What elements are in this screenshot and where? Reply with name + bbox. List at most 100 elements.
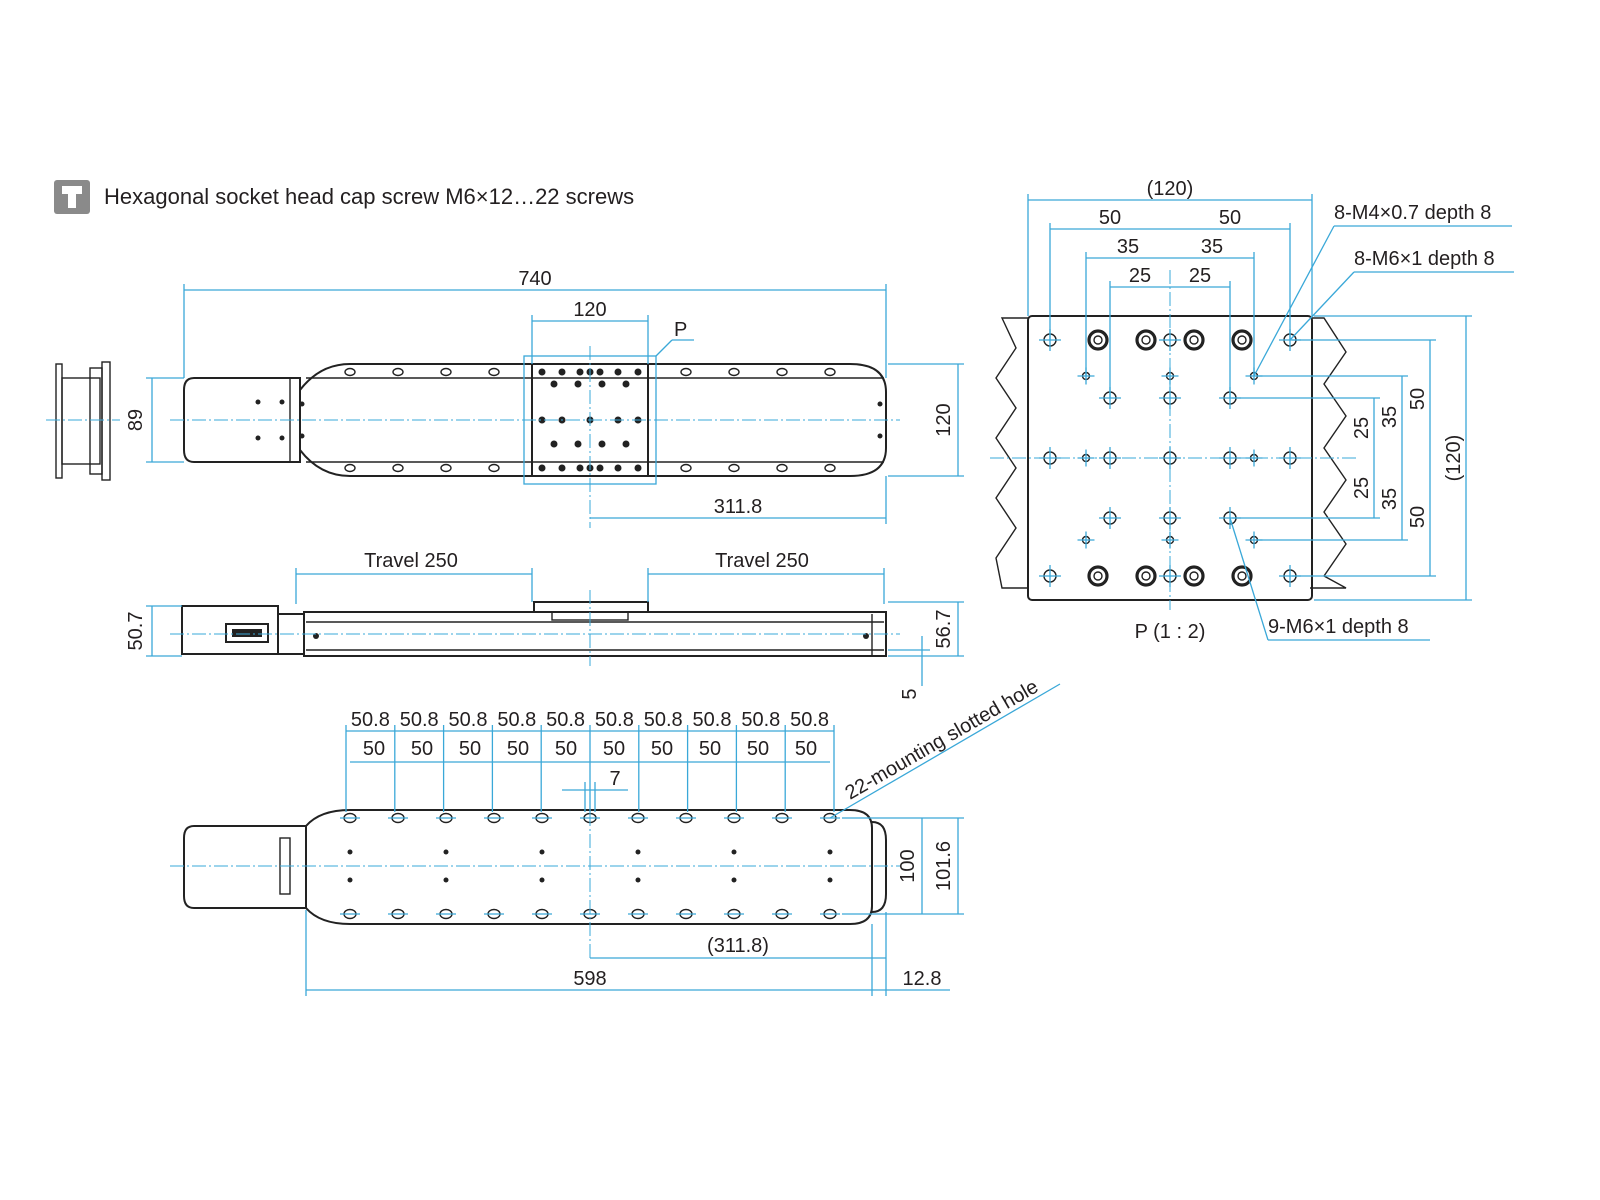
callout-m6-9: 9-M6×1 depth 8 xyxy=(1268,616,1409,638)
body-hole xyxy=(539,849,545,855)
pitch-inner-label: 50 xyxy=(555,738,577,760)
dim-table-120: 120 xyxy=(573,299,606,321)
table-hole xyxy=(596,368,604,376)
stage-body-bottom xyxy=(305,809,873,925)
table-side xyxy=(533,601,649,613)
detail-dim-35-right: 35 xyxy=(1201,236,1223,258)
table-hole xyxy=(550,440,558,448)
body-hole xyxy=(635,877,641,883)
body-hole xyxy=(347,849,353,855)
table-hole xyxy=(634,464,642,472)
slot-oval xyxy=(440,367,452,377)
dim-length-598: 598 xyxy=(573,968,606,990)
pitch-inner-label: 50 xyxy=(795,738,817,760)
table-hole xyxy=(538,464,546,472)
mounting-slotted-holes xyxy=(340,812,840,920)
pitch-inner-label: 50 xyxy=(507,738,529,760)
table-holes xyxy=(538,368,642,472)
pitch-inner-label: 50 xyxy=(411,738,433,760)
pitch-outer-label: 50.8 xyxy=(546,709,585,731)
slot-oval xyxy=(440,463,452,473)
table-hole xyxy=(538,368,546,376)
motor-side xyxy=(181,605,279,655)
slot-oval xyxy=(824,367,836,377)
detail-dim-overall-right: (120) xyxy=(1443,435,1465,482)
table-hole xyxy=(574,440,582,448)
dim-offset-311-8: 311.8 xyxy=(714,496,763,518)
pitch-inner-label: 50 xyxy=(699,738,721,760)
slot-oval xyxy=(776,463,788,473)
callout-m6: 8-M6×1 depth 8 xyxy=(1354,248,1495,270)
table-hole xyxy=(538,416,546,424)
dim-width-101-6: 101.6 xyxy=(933,841,955,891)
table-hole xyxy=(576,368,584,376)
detail-dim-25-lower: 25 xyxy=(1351,477,1373,499)
pitch-outer-label: 50.8 xyxy=(449,709,488,731)
table-hole xyxy=(550,380,558,388)
pitch-outer-label: 50.8 xyxy=(644,709,683,731)
callout-m4: 8-M4×0.7 depth 8 xyxy=(1334,202,1491,224)
pitch-inner-label: 50 xyxy=(747,738,769,760)
body-hole xyxy=(635,849,641,855)
table-hole xyxy=(634,368,642,376)
pitch-outer-label: 50.8 xyxy=(741,709,780,731)
detail-dim-50-right: 50 xyxy=(1219,207,1241,229)
slot-oval xyxy=(392,367,404,377)
travel-left: Travel 250 xyxy=(364,550,458,572)
table-hole xyxy=(576,464,584,472)
side-view: Travel 250 Travel 250 50.7 56.7 5 xyxy=(125,550,964,700)
body-hole xyxy=(827,877,833,883)
pitch-inner-label: 50 xyxy=(603,738,625,760)
body-hole xyxy=(443,877,449,883)
detail-dim-25-left: 25 xyxy=(1129,265,1151,287)
dim-offset-311-8-bottom: (311.8) xyxy=(707,935,769,957)
dim-foot-5: 5 xyxy=(899,688,921,699)
body-hole xyxy=(539,877,545,883)
slot-oval xyxy=(488,463,500,473)
pitch-inner-label: 50 xyxy=(651,738,673,760)
dim-length-740: 740 xyxy=(518,268,551,290)
detail-dim-35-upper: 35 xyxy=(1379,406,1401,428)
body-hole xyxy=(827,849,833,855)
dim-side-50-7: 50.7 xyxy=(125,612,147,651)
bottom-view: 50.8 50 50.8 50 50.8 50 50.8 50 50.8 50 50.8 50 50.8… xyxy=(170,676,1061,996)
body-hole xyxy=(731,849,737,855)
detail-dim-25-right: 25 xyxy=(1189,265,1211,287)
end-view xyxy=(46,361,120,481)
motor-bottom xyxy=(183,825,307,909)
travel-right: Travel 250 xyxy=(715,550,809,572)
cap-screw-icon xyxy=(54,180,90,214)
slot-oval xyxy=(824,463,836,473)
dim-end-12-8: 12.8 xyxy=(903,968,942,990)
detail-dim-50-upper: 50 xyxy=(1407,388,1429,410)
table-hole xyxy=(598,440,606,448)
detail-scale-label: P (1 : 2) xyxy=(1135,621,1206,643)
pitch-outer-label: 50.8 xyxy=(497,709,536,731)
slot-oval xyxy=(728,463,740,473)
slot-oval xyxy=(488,367,500,377)
slot-oval xyxy=(680,463,692,473)
dim-side-56-7: 56.7 xyxy=(933,610,955,649)
detail-dim-overall: (120) xyxy=(1147,178,1194,200)
pitch-dimensions: 50.8 50 50.8 50 50.8 50 50.8 50 50.8 50 50.8 50 50.8… xyxy=(345,709,835,812)
table-hole xyxy=(596,464,604,472)
table-hole xyxy=(558,368,566,376)
detail-dim-50-lower: 50 xyxy=(1407,506,1429,528)
detail-dim-50-left: 50 xyxy=(1099,207,1121,229)
dim-slot-7: 7 xyxy=(609,768,620,790)
pitch-outer-label: 50.8 xyxy=(790,709,829,731)
detail-ref-p: P xyxy=(674,319,687,341)
dim-height-89: 89 xyxy=(125,409,147,431)
body-hole xyxy=(443,849,449,855)
pitch-inner-label: 50 xyxy=(459,738,481,760)
pitch-outer-label: 50.8 xyxy=(693,709,732,731)
motor-top xyxy=(183,377,301,463)
detail-dim-35-left: 35 xyxy=(1117,236,1139,258)
legend-text: Hexagonal socket head cap screw M6×12…22… xyxy=(104,184,634,209)
slot-oval xyxy=(392,463,404,473)
table-hole xyxy=(598,380,606,388)
table-hole xyxy=(614,464,622,472)
connector xyxy=(225,623,269,643)
detail-dim-25-upper: 25 xyxy=(1351,417,1373,439)
pitch-inner-label: 50 xyxy=(363,738,385,760)
